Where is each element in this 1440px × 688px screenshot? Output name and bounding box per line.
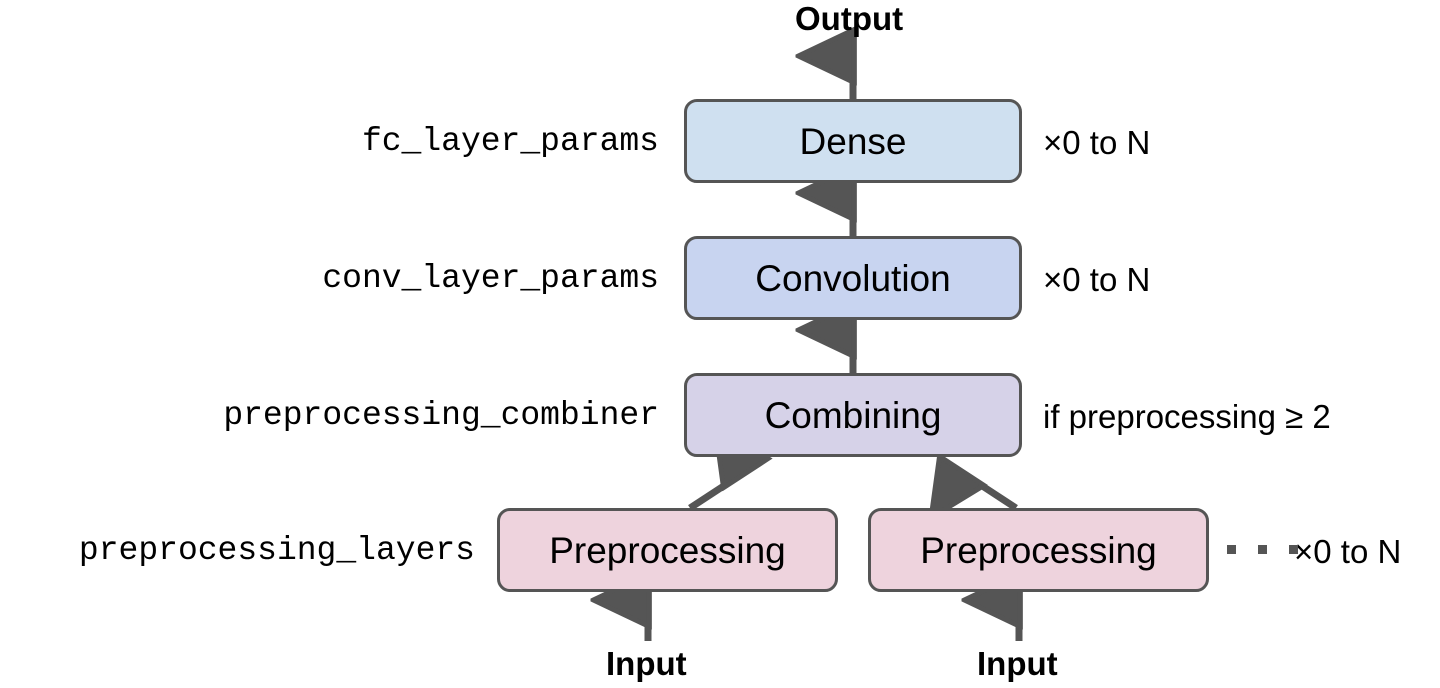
ellipsis-dot-2 [1258, 545, 1267, 554]
node-combining[interactable]: Combining [684, 373, 1022, 457]
note-convolution-multiplicity: ×0 to N [1043, 261, 1151, 298]
ellipsis-dots-icon [1227, 545, 1298, 554]
param-label-preprocessing-combiner-text: preprocessing_combiner [223, 397, 659, 434]
node-dense-label: Dense [799, 120, 907, 162]
node-convolution-label: Convolution [755, 257, 951, 299]
node-convolution[interactable]: Convolution [684, 236, 1022, 320]
param-label-conv-layer-params-text: conv_layer_params [322, 260, 659, 297]
param-label-preprocessing-combiner: preprocessing_combiner [223, 399, 659, 432]
note-dense-multiplicity: ×0 to N [1043, 124, 1151, 161]
ellipsis-dot-3 [1289, 545, 1298, 554]
node-dense[interactable]: Dense [684, 99, 1022, 183]
param-label-conv-layer-params: conv_layer_params [322, 262, 659, 295]
param-label-preprocessing-layers: preprocessing_layers [79, 534, 475, 567]
param-label-preprocessing-layers-text: preprocessing_layers [78, 532, 475, 569]
node-preprocessing-right[interactable]: Preprocessing [868, 508, 1209, 592]
arrow-preprocessing-left-to-combining [688, 472, 745, 511]
terminal-label-output: Output [795, 0, 904, 37]
param-label-fc-layer-params: fc_layer_params [362, 125, 659, 158]
arrow-preprocessing-right-to-combining [961, 472, 1018, 508]
node-preprocessing-right-label: Preprocessing [920, 529, 1157, 571]
node-preprocessing-left[interactable]: Preprocessing [497, 508, 838, 592]
terminal-label-input-right: Input [977, 645, 1058, 682]
node-preprocessing-left-label: Preprocessing [549, 529, 786, 571]
note-preprocessing-multiplicity: ×0 to N [1294, 533, 1402, 570]
note-combining-condition: if preprocessing ≥ 2 [1043, 398, 1331, 435]
param-label-fc-layer-params-text: fc_layer_params [361, 123, 659, 160]
terminal-label-input-left: Input [606, 645, 687, 682]
ellipsis-dot-1 [1227, 545, 1236, 554]
node-combining-label: Combining [764, 394, 942, 436]
